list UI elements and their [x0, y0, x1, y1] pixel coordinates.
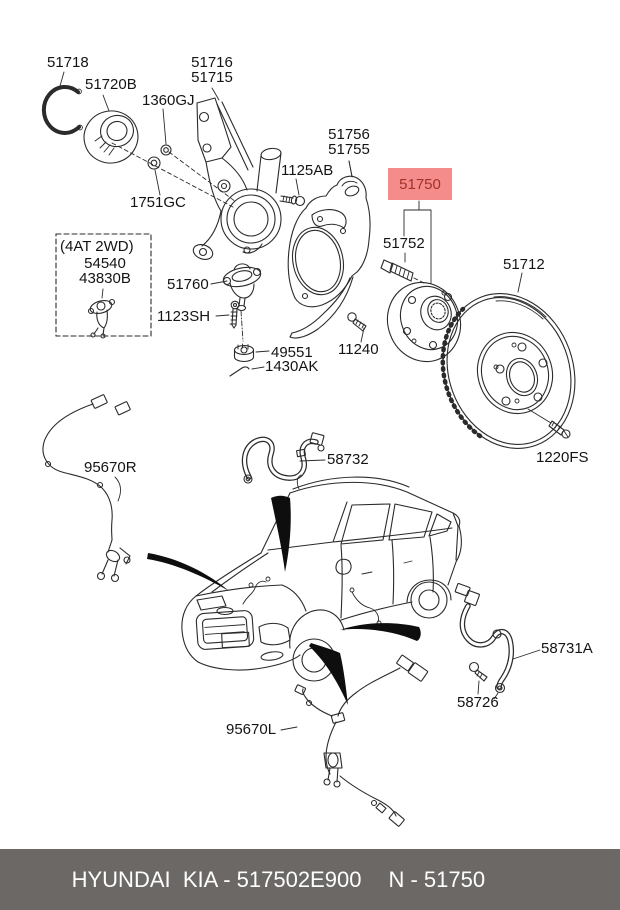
brake-hose-rear-drawing — [454, 582, 541, 700]
part-label-51716-51715[interactable]: 51716 51715 — [186, 54, 238, 86]
washer-1751gc-drawing — [147, 156, 161, 196]
brake-disc-drawing — [440, 272, 576, 449]
hub-bolt-51752-drawing — [380, 259, 427, 285]
dust-shield-drawing — [287, 160, 371, 339]
nut-1360gj-drawing — [160, 108, 172, 156]
highlighted-part-label-51750[interactable]: 51750 — [388, 168, 452, 200]
part-label-43830b[interactable]: 43830B — [79, 269, 131, 287]
part-label-58732[interactable]: 58732 — [327, 451, 369, 468]
part-label-11240[interactable]: 11240 — [338, 341, 379, 358]
hub-assembly-drawing — [386, 281, 462, 363]
part-label-1125ab[interactable]: 1125AB — [281, 162, 334, 179]
pointer-swooshes — [147, 495, 421, 705]
part-label-51760[interactable]: 51760 — [167, 276, 209, 293]
variant-label-4at-2wd: (4AT 2WD) — [60, 238, 134, 255]
footer-part-ref: N - 51750 — [388, 866, 486, 892]
bolt-1125ab-drawing — [279, 178, 306, 207]
part-label-51755[interactable]: 51755 — [328, 140, 370, 158]
part-label-1430ak[interactable]: 1430AK — [265, 358, 319, 375]
part-label-58726[interactable]: 58726 — [457, 694, 499, 711]
bolt-1123sh-drawing — [215, 300, 240, 329]
part-label-51715[interactable]: 51715 — [191, 68, 233, 86]
part-label-1751gc[interactable]: 1751GC — [130, 194, 186, 211]
abs-sensor-right-drawing — [42, 394, 131, 583]
footer-bar: HYUNDAI KIA - 517502E900 N - 51750 — [0, 849, 620, 910]
abs-sensor-left-drawing — [280, 654, 429, 827]
steering-knuckle-drawing — [192, 87, 282, 260]
part-label-58731a[interactable]: 58731A — [541, 640, 593, 657]
bolt-58726-drawing — [468, 661, 488, 695]
part-label-51752[interactable]: 51752 — [383, 235, 425, 252]
assembly-axis-dashed-line-2 — [168, 151, 237, 203]
brake-hose-front-drawing — [241, 432, 326, 484]
part-label-1360gj[interactable]: 1360GJ — [142, 92, 195, 109]
part-label-51716[interactable]: 51716 — [191, 54, 233, 71]
footer-brand-code: HYUNDAI KIA - 517502E900 — [71, 866, 362, 892]
footer-text: HYUNDAI KIA - 517502E900 N - 51750 — [35, 841, 485, 910]
part-label-54540[interactable]: 54540 — [84, 255, 126, 272]
cotter-pin-drawing — [229, 366, 265, 377]
vehicle-drawing — [181, 474, 462, 682]
ball-joint-drawing — [210, 263, 262, 342]
part-label-51720b[interactable]: 51720B — [85, 76, 137, 93]
snap-ring-drawing — [41, 71, 83, 135]
part-label-51756[interactable]: 51756 — [328, 126, 370, 143]
leader-lines — [348, 160, 353, 178]
part-label-1220fs[interactable]: 1220FS — [536, 449, 589, 466]
part-label-51756-51755[interactable]: 51756 51755 — [323, 126, 375, 158]
castle-nut-drawing — [233, 343, 270, 363]
part-label-49551[interactable]: 49551 — [271, 344, 313, 361]
part-label-51718[interactable]: 51718 — [47, 54, 89, 71]
variant-box-drawing — [55, 233, 152, 339]
part-label-51712[interactable]: 51712 — [503, 256, 545, 273]
part-label-95670r[interactable]: 95670R — [84, 459, 137, 476]
part-51750-bracket — [403, 200, 432, 285]
part-label-1123sh[interactable]: 1123SH — [157, 308, 211, 325]
assembly-axis-dashed-line — [111, 142, 234, 208]
part-label-95670l[interactable]: 95670L — [226, 721, 277, 738]
wheel-bearing-drawing — [83, 94, 139, 164]
bolt-11240-drawing — [347, 312, 367, 343]
screw-1220fs-drawing — [527, 408, 571, 439]
part-label-54540-43830b[interactable]: 54540 43830B — [76, 255, 134, 287]
